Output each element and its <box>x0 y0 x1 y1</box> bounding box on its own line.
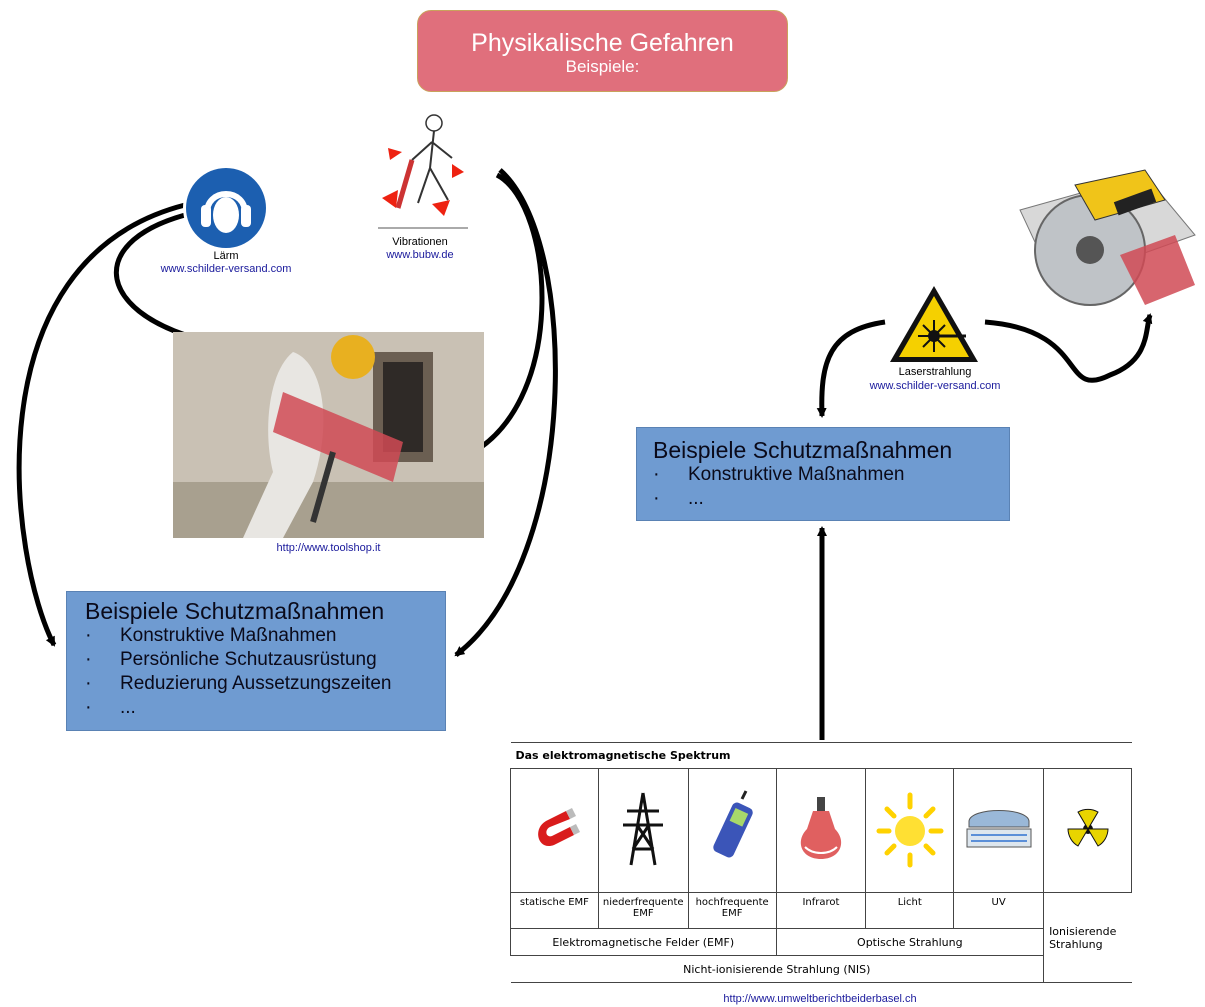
sun-light-icon <box>865 768 955 893</box>
spectrum-source: http://www.umweltberichtbeiderbasel.ch <box>723 993 917 1005</box>
column-label: hochfrequente EMF <box>687 892 777 929</box>
circular-saw-icon <box>1019 169 1196 306</box>
arrow-laser-to-rightbox <box>816 319 886 418</box>
infrared-lamp-icon <box>775 768 867 893</box>
nis-group-label: Nicht-ionisierende Strahlung (NIS) <box>510 955 1045 983</box>
schutzmassnahmen-heading: Beispiele Schutzmaßnahmen <box>85 598 385 624</box>
column-label: Infrarot <box>775 892 867 929</box>
arrow-laerm-to-leftbox <box>16 202 186 647</box>
column-label: statische EMF <box>510 892 599 929</box>
title-box: Physikalische Gefahren Beispiele: <box>417 10 788 92</box>
solarium-uv-icon <box>953 768 1045 893</box>
vibrationen-source: www.bubw.de <box>386 249 454 261</box>
jackhammer-worker-photo-icon <box>173 332 484 538</box>
schutzmassnahmen-box-right: Beispiele Schutzmaßnahmen Konstruktive M… <box>636 427 1010 521</box>
magnet-icon <box>510 768 599 893</box>
ear-protection-icon <box>183 165 269 251</box>
laser-source: www.schilder-versand.com <box>869 380 1001 392</box>
list-item: ... <box>653 486 1009 511</box>
ionisierende-label: Ionisierende Strahlung <box>1043 892 1132 983</box>
worker-photo <box>173 332 484 538</box>
schutzmassnahmen-heading: Beispiele Schutzmaßnahmen <box>653 437 953 463</box>
laerm-caption: Lärm <box>213 250 239 262</box>
laser-caption: Laserstrahlung <box>898 366 972 378</box>
arrow-vibration-to-leftbox <box>454 168 558 657</box>
spectrum-title: Das elektromagnetische Spektrum <box>510 742 1132 769</box>
hearing-protection-sign <box>181 163 271 253</box>
vibration-pictogram <box>368 108 478 236</box>
circular-saw-image <box>995 165 1200 340</box>
list-item: Konstruktive Maßnahmen <box>653 462 1009 487</box>
list-item: Konstruktive Maßnahmen <box>85 623 445 648</box>
title-text: Physikalische Gefahren <box>471 29 734 57</box>
mobile-phone-icon <box>687 768 777 893</box>
power-pylon-icon <box>597 768 689 893</box>
subtitle-text: Beispiele: <box>565 57 640 76</box>
jackhammer-worker-icon <box>378 114 468 229</box>
spectrum-table: Das elektromagnetische Spektrum <box>510 742 1132 983</box>
column-label: Licht <box>865 892 955 929</box>
optische-group-label: Optische Strahlung <box>775 928 1045 956</box>
laser-warning-sign <box>888 284 980 364</box>
schutzmassnahmen-list: Konstruktive Maßnahmen Persönliche Schut… <box>85 623 445 720</box>
radiation-trefoil-icon <box>1043 768 1132 893</box>
photo-source: http://www.toolshop.it <box>276 542 381 554</box>
laser-warning-icon <box>890 286 978 362</box>
vibrationen-caption: Vibrationen <box>392 236 448 248</box>
schutzmassnahmen-list: Konstruktive Maßnahmen ... <box>653 462 1009 511</box>
emf-group-label: Elektromagnetische Felder (EMF) <box>510 928 777 956</box>
em-spectrum-table: Das elektromagnetische Spektrum <box>510 742 1132 983</box>
column-label: UV <box>953 892 1045 929</box>
schutzmassnahmen-box-left: Beispiele Schutzmaßnahmen Konstruktive M… <box>66 591 446 731</box>
column-label: niederfrequente EMF <box>597 892 689 929</box>
laerm-source: www.schilder-versand.com <box>160 263 292 275</box>
list-item: ... <box>85 695 445 720</box>
list-item: Reduzierung Aussetzungszeiten <box>85 671 445 696</box>
list-item: Persönliche Schutzausrüstung <box>85 647 445 672</box>
arrow-laser-to-saw <box>984 313 1153 383</box>
